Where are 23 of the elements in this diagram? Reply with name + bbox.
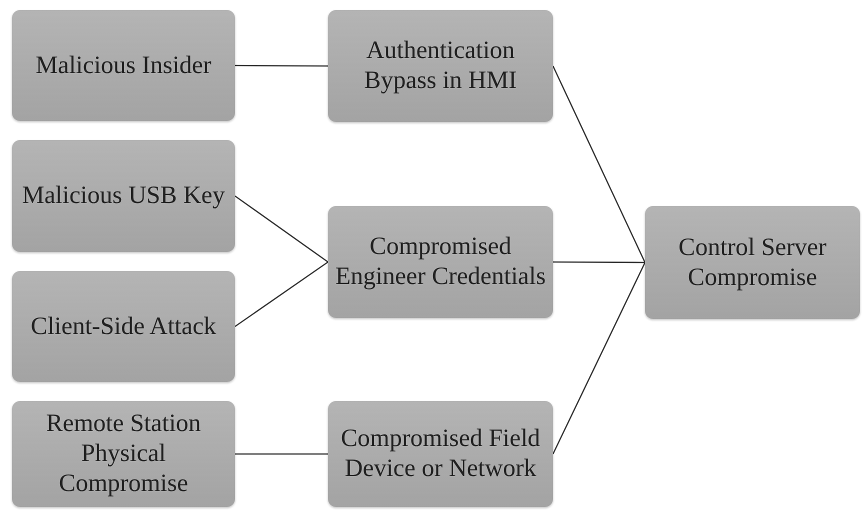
box-label: Compromised Engineer Credentials <box>334 232 547 292</box>
process-box <box>328 206 553 318</box>
box-label: Malicious USB Key <box>22 181 225 211</box>
connector-line <box>234 261 328 328</box>
box-label: Control Server Compromise <box>678 232 828 292</box>
box-label: Remote Station Physical Compromise <box>45 409 202 499</box>
connector-line <box>235 453 328 455</box>
process-box <box>12 271 235 382</box>
connector-line <box>234 195 328 263</box>
process-box <box>12 10 235 121</box>
process-box <box>12 140 235 252</box>
process-box <box>328 401 553 507</box>
box-label: Authentication Bypass in HMI <box>363 36 518 96</box>
process-box <box>328 10 553 122</box>
process-box <box>645 206 860 319</box>
box-label: Malicious Insider <box>36 50 212 80</box>
connector-line <box>235 64 328 67</box>
connector-line <box>553 261 645 264</box>
connector-line <box>552 262 646 454</box>
connector-line <box>552 66 646 263</box>
box-label: Compromised Field Device or Network <box>340 424 542 484</box>
box-label: Client-Side Attack <box>30 312 216 342</box>
process-box <box>12 401 235 507</box>
